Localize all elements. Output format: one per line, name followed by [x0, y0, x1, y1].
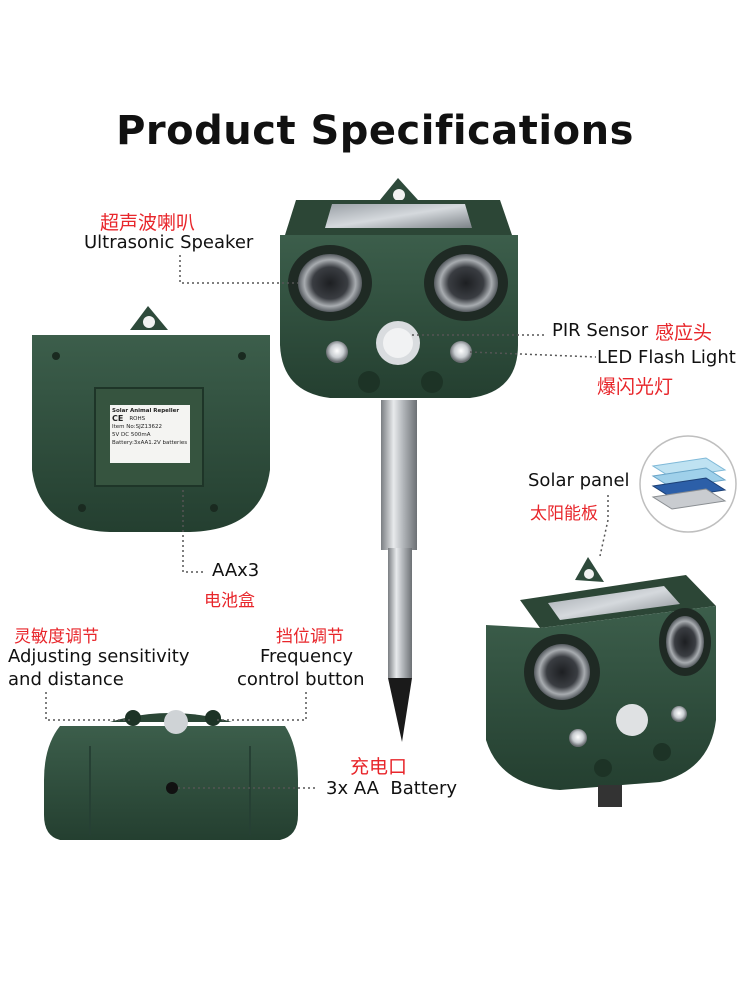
- speaker-label-cn: 超声波喇叭: [100, 212, 196, 234]
- pir-label-cn: 感应头: [655, 322, 713, 344]
- battery-box-label-cn: 电池盒: [204, 591, 255, 611]
- battery-box-label-en: AAx3: [212, 560, 260, 581]
- stake-tip: [388, 678, 412, 742]
- stake-pole-lower: [388, 548, 412, 678]
- angled-view-device: [486, 557, 716, 807]
- page-title: Product Specifications: [116, 108, 634, 154]
- charge-port-label-en: 3x AA Battery: [326, 778, 458, 799]
- frequency-label-en-2: control button: [237, 669, 365, 690]
- sticker-rohs-mark: ROHS: [129, 416, 146, 422]
- solar-label-en: Solar panel: [528, 470, 630, 491]
- stake-pole-upper: [381, 400, 417, 550]
- sensitivity-label-cn: 灵敏度调节: [14, 627, 99, 647]
- sensitivity-label-en-1: Adjusting sensitivity: [8, 646, 190, 667]
- led-label-cn: 爆闪光灯: [597, 376, 674, 398]
- sticker-line-4: Item No:SJZ13622: [112, 424, 162, 430]
- product-sticker: Solar Animal Repeller CE ROHS Item No:SJ…: [112, 407, 190, 447]
- frequency-label-cn: 挡位调节: [276, 627, 344, 647]
- pir-label-en: PIR Sensor: [552, 320, 649, 341]
- frequency-label-en-1: Frequency: [260, 646, 353, 667]
- center-device: [280, 178, 518, 742]
- solar-label-cn: 太阳能板: [530, 504, 598, 524]
- sticker-line-5: 5V DC 500mA: [112, 432, 151, 438]
- bottom-view-device: [44, 710, 298, 840]
- sensitivity-label-en-2: and distance: [8, 669, 124, 690]
- leader-lines: [45, 255, 609, 789]
- sticker-ce-mark: CE: [112, 414, 124, 423]
- speaker-label-en: Ultrasonic Speaker: [84, 232, 254, 253]
- back-view-device: [32, 306, 270, 532]
- charge-port-label-cn: 充电口: [350, 756, 408, 778]
- sticker-line-6: Battery:3xAA1.2V batteries: [112, 440, 188, 446]
- solar-panel-icon: [639, 435, 737, 533]
- led-label-en: LED Flash Light: [597, 347, 736, 368]
- sticker-line-1: Solar Animal Repeller: [112, 408, 180, 414]
